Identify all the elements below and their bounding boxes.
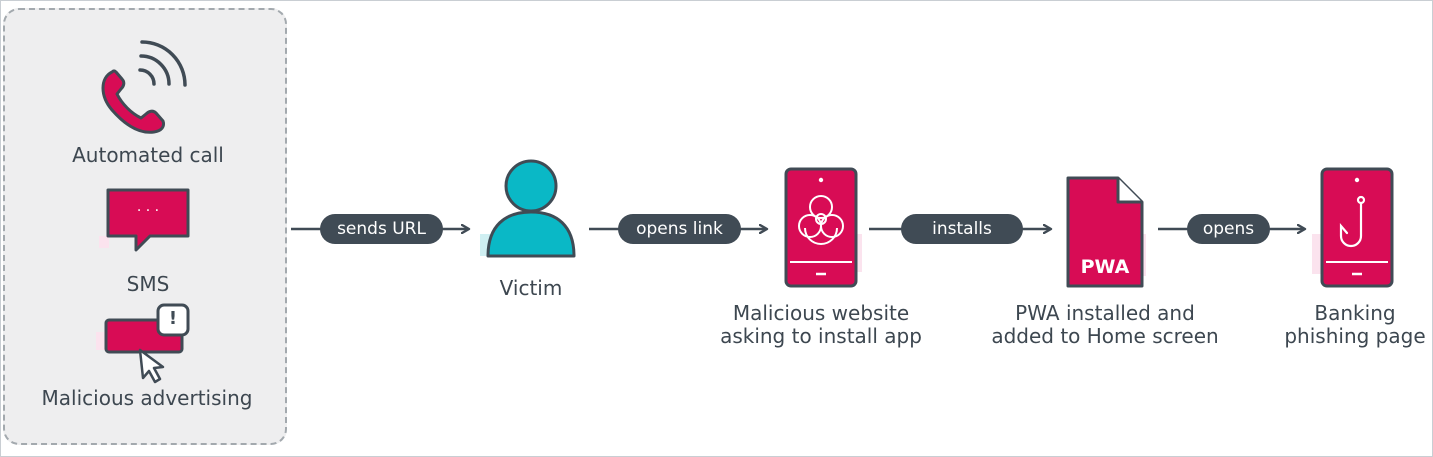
sms-bubble-dots: · · · [136, 203, 160, 219]
file-icon [1066, 176, 1146, 288]
edge-installs: installs [901, 214, 1023, 244]
pwa-file-text: PWA [1080, 256, 1130, 278]
pwa-label-line1: PWA installed and [1015, 301, 1195, 325]
edge-opens: opens [1187, 214, 1270, 244]
website-label-line2: asking to install app [720, 324, 922, 348]
user-icon [480, 159, 576, 258]
sms-label: SMS [126, 272, 170, 296]
banking-label-line2: phishing page [1284, 324, 1426, 348]
phone-icon [101, 40, 187, 134]
pwa-label-line2: added to Home screen [991, 324, 1219, 348]
smartphone-icon [784, 167, 862, 288]
sms-icon [99, 188, 190, 252]
fishhook-icon [1339, 195, 1366, 248]
edge-opens-link: opens link [618, 214, 741, 244]
cursor-icon [138, 348, 165, 384]
automated-call-label: Automated call [72, 143, 224, 167]
edge-sends-url: sends URL [320, 214, 443, 244]
biohazard-icon [798, 195, 844, 245]
victim-label: Victim [499, 276, 563, 300]
ad-alert-mark: ! [168, 308, 178, 329]
smartphone-icon [1312, 167, 1394, 288]
website-label-line1: Malicious website [732, 301, 910, 325]
malicious-advertising-label: Malicious advertising [41, 386, 253, 410]
banking-label-line1: Banking [1314, 301, 1396, 325]
